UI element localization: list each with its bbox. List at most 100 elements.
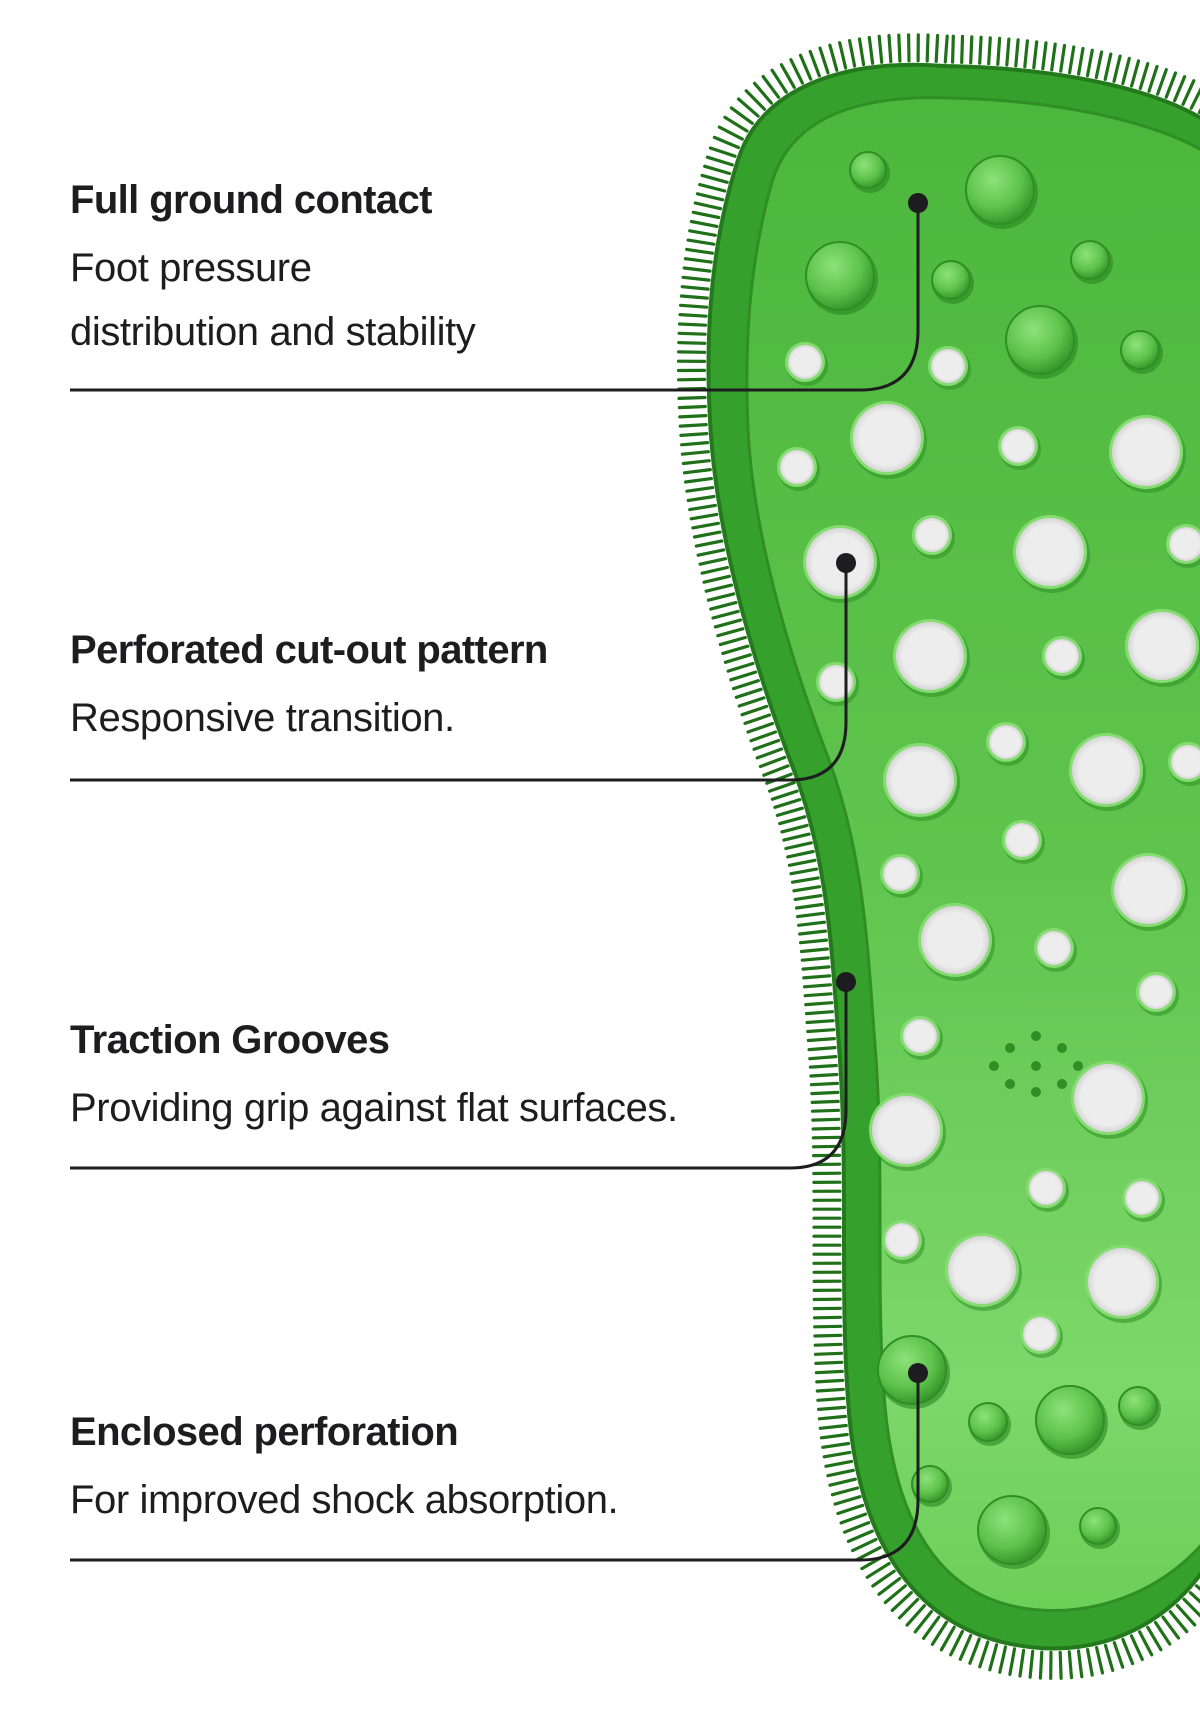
- groove-tick: [816, 1405, 847, 1412]
- feature-description-line: For improved shock absorption.: [70, 1478, 619, 1522]
- perforation-hole: [948, 1236, 1016, 1304]
- groove-tick: [1168, 1609, 1189, 1634]
- groove-tick: [1067, 1650, 1074, 1680]
- perforation-hole: [896, 622, 964, 690]
- feature-description: Responsive transition.: [70, 686, 830, 750]
- groove-tick: [887, 33, 893, 64]
- raised-bump: [1118, 1386, 1158, 1426]
- groove-tick: [713, 618, 743, 629]
- groove-tick: [677, 341, 707, 345]
- feature-description-line: Foot pressure: [70, 246, 312, 290]
- groove-tick: [680, 285, 710, 291]
- groove-tick: [790, 876, 820, 884]
- groove-tick: [726, 661, 755, 673]
- groove-tick: [913, 1609, 934, 1634]
- groove-tick: [1153, 1620, 1172, 1646]
- groove-tick: [677, 404, 707, 410]
- groove-tick: [877, 34, 884, 64]
- groove-tick: [693, 201, 723, 211]
- insole-surface: [745, 96, 1200, 1613]
- groove-tick: [700, 565, 730, 575]
- groove-tick: [850, 1537, 878, 1553]
- feature-description: Foot pressure distribution and stability: [70, 236, 830, 364]
- perforation-hole: [1169, 527, 1200, 561]
- groove-tick: [718, 635, 747, 647]
- groove-tick: [681, 459, 711, 466]
- groove-tick: [789, 58, 805, 85]
- groove-tick: [1094, 50, 1104, 80]
- perforation-hole: [1128, 612, 1196, 680]
- groove-tick: [846, 1529, 874, 1544]
- callout-dot-perforated-cut-out: [836, 553, 856, 573]
- groove-tick: [1059, 43, 1067, 73]
- groove-tick: [857, 37, 866, 67]
- perforation-pattern: [777, 151, 1200, 1569]
- feature-perforated-cut-out-pattern: Perforated cut-out pattern Responsive tr…: [70, 626, 830, 750]
- perforation-hole: [853, 404, 921, 472]
- groove-tick: [683, 477, 714, 484]
- groove-tick: [778, 815, 807, 826]
- feature-enclosed-perforation: Enclosed perforation For improved shock …: [70, 1408, 830, 1532]
- perforation-hole: [1023, 1317, 1057, 1351]
- groove-tick: [814, 1369, 844, 1375]
- groove-tick: [1121, 1637, 1135, 1666]
- groove-tick: [729, 670, 758, 682]
- raised-bump: [931, 260, 971, 300]
- groove-tick: [1112, 54, 1122, 84]
- groove-tick: [817, 1414, 847, 1421]
- groove-tick: [692, 530, 722, 539]
- groove-tick: [740, 704, 769, 717]
- groove-tick: [767, 780, 796, 793]
- groove-tick: [1189, 87, 1200, 110]
- groove-tick: [678, 313, 708, 318]
- groove-tick: [708, 146, 737, 158]
- groove-tick: [706, 592, 736, 602]
- groove-tick: [810, 1090, 840, 1096]
- enclosed-perforation-cluster: [989, 1031, 1083, 1097]
- groove-tick: [1137, 1630, 1154, 1657]
- groove-tick: [711, 609, 740, 620]
- feature-title: Full ground contact: [70, 178, 433, 222]
- groove-tick: [1146, 1625, 1163, 1652]
- groove-tick: [1094, 1645, 1105, 1675]
- feature-description: For improved shock absorption.: [70, 1468, 830, 1532]
- groove-tick: [847, 38, 857, 68]
- perforation-hole: [1074, 1064, 1142, 1132]
- groove-tick: [811, 1144, 842, 1149]
- groove-tick: [787, 858, 817, 867]
- perforation-hole: [883, 857, 917, 891]
- groove-tick: [1175, 1603, 1197, 1627]
- groove-tick: [806, 1036, 837, 1043]
- groove-tick: [685, 247, 715, 255]
- groove-tick: [905, 1604, 927, 1627]
- callout-line-enclosed-perforation: [70, 1373, 920, 1562]
- groove-tick: [830, 1486, 860, 1497]
- groove-tick: [793, 893, 823, 902]
- groove-tick: [743, 713, 772, 726]
- groove-tick: [786, 849, 815, 859]
- groove-tick: [890, 1591, 913, 1613]
- groove-tick: [688, 503, 717, 512]
- groove-tick: [1085, 48, 1094, 78]
- groove-tick: [865, 1561, 891, 1579]
- groove-tick: [1032, 40, 1039, 70]
- groove-tick: [761, 74, 781, 99]
- perforation-hole: [903, 1019, 937, 1053]
- groove-tick: [1076, 46, 1085, 76]
- groove-tick: [810, 1108, 841, 1113]
- groove-tick: [682, 266, 712, 273]
- groove-tick: [716, 627, 745, 638]
- groove-tick: [677, 322, 708, 327]
- perforation-hole: [1072, 736, 1140, 804]
- groove-tick: [816, 1396, 846, 1402]
- micro-perforation: [1031, 1031, 1041, 1041]
- groove-tick: [818, 46, 830, 75]
- feature-description-line: Responsive transition.: [70, 696, 455, 740]
- groove-tick: [1028, 1649, 1035, 1679]
- raised-bump: [911, 1465, 949, 1503]
- groove-tick: [1076, 1649, 1084, 1679]
- groove-tick: [700, 173, 729, 184]
- groove-tick: [695, 192, 725, 202]
- groove-tick: [784, 841, 813, 851]
- groove-tick: [826, 1468, 855, 1478]
